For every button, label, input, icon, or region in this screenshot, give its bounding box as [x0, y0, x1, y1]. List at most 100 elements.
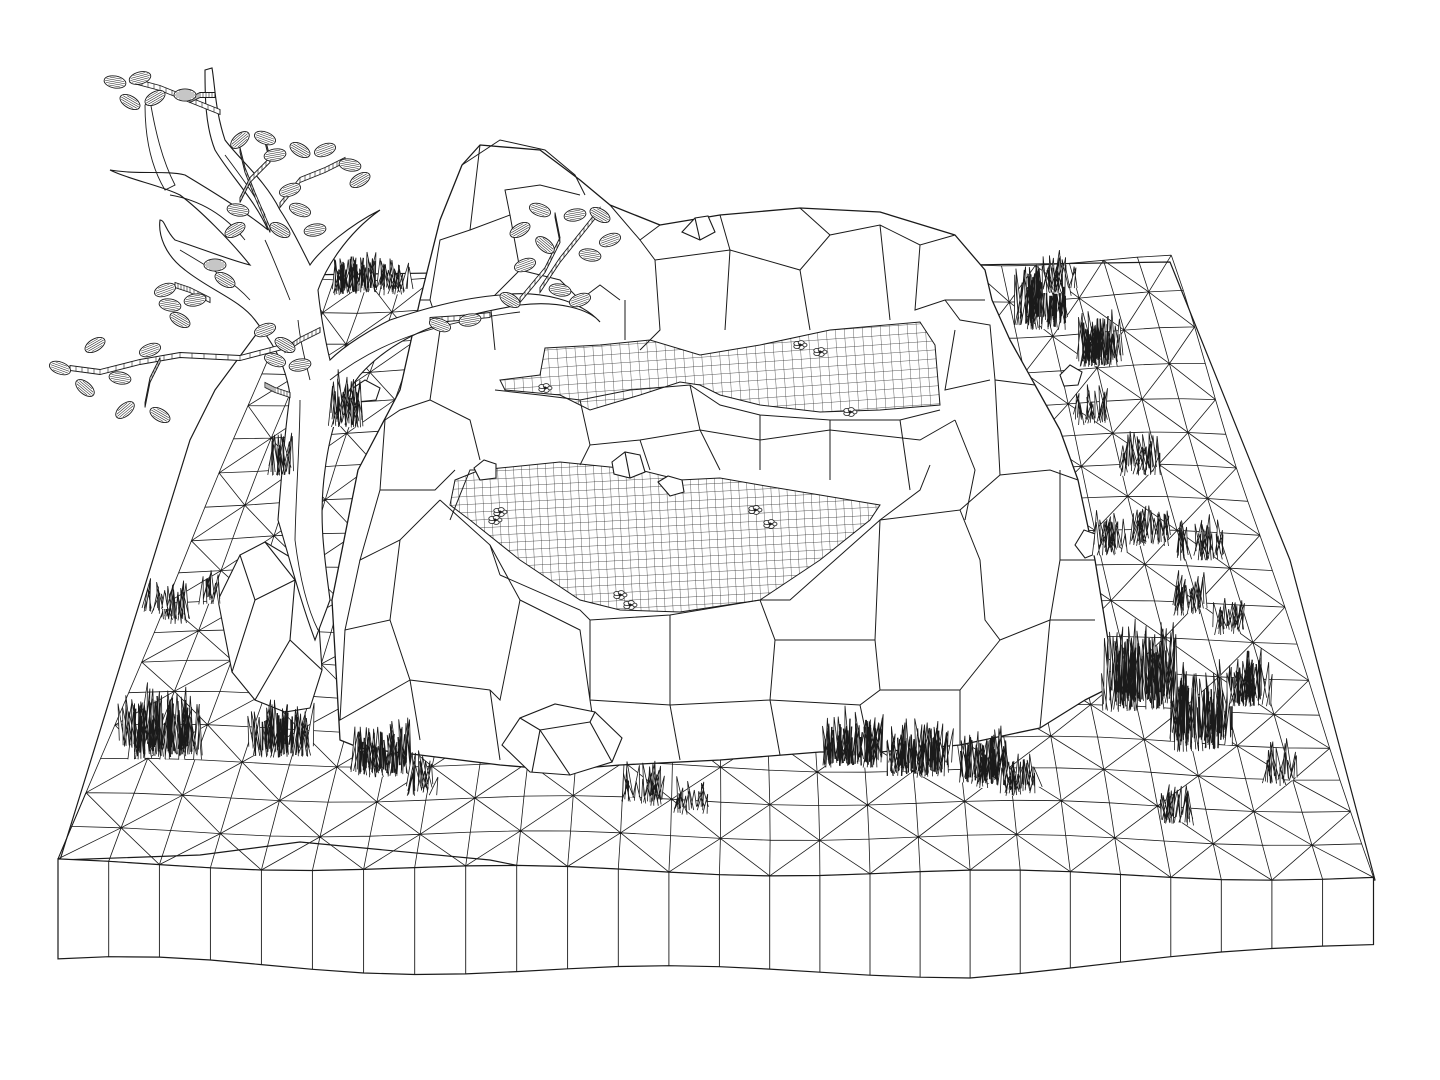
- boulder-pond-1: [611, 451, 646, 479]
- leaf: [589, 206, 611, 224]
- grass-clump: [1262, 738, 1298, 787]
- leaf: [169, 311, 191, 329]
- grass-clump: [673, 776, 709, 815]
- leaf: [279, 182, 301, 198]
- flower: [488, 515, 503, 525]
- leaf: [288, 358, 312, 372]
- flower: [613, 590, 628, 600]
- leaf: [103, 75, 127, 89]
- grass-clump: [332, 251, 377, 296]
- leaf: [563, 208, 587, 222]
- leaf: [338, 158, 362, 172]
- flower: [538, 383, 553, 393]
- grass-clump: [621, 760, 665, 806]
- leaf: [548, 283, 572, 297]
- leaf: [154, 282, 176, 298]
- leaf: [158, 298, 182, 312]
- tree-branch: [239, 147, 271, 233]
- grass-clump: [350, 717, 412, 778]
- ponds: [449, 321, 941, 613]
- grass-clump: [997, 753, 1043, 796]
- grass-clump: [198, 570, 221, 605]
- tree-branch: [264, 381, 291, 399]
- leaf: [569, 292, 591, 308]
- flower: [623, 600, 638, 610]
- leaf: [458, 313, 482, 327]
- terrain-front-edges: [57, 858, 1374, 978]
- grass-clump: [406, 750, 439, 796]
- boulder-pond-2: [657, 475, 685, 497]
- leaf: [499, 291, 521, 309]
- leaf: [263, 148, 287, 162]
- leaf: [529, 202, 551, 218]
- boulder-top: [681, 215, 716, 241]
- grass-clump: [161, 580, 190, 624]
- leaf: [514, 257, 536, 273]
- flower: [763, 519, 778, 529]
- leaf: [84, 336, 106, 354]
- leaf: [173, 88, 197, 102]
- grass-clump: [1014, 255, 1068, 330]
- leaf: [578, 248, 602, 262]
- leaf: [535, 236, 555, 254]
- tree-branch: [144, 357, 161, 408]
- leaf: [230, 131, 250, 149]
- upper-pond: [499, 321, 941, 413]
- grass-clump: [1226, 648, 1273, 707]
- leaf: [108, 371, 132, 385]
- tree-branch: [279, 156, 346, 209]
- grass-clump: [1176, 514, 1224, 561]
- boulder-front: [501, 703, 623, 776]
- leaf: [303, 223, 327, 237]
- leaf: [599, 232, 621, 248]
- leaf: [254, 130, 276, 146]
- leaf: [289, 141, 311, 159]
- grass-clump: [1041, 249, 1078, 296]
- grass-clumps: [117, 249, 1298, 826]
- flower: [748, 505, 763, 515]
- flower: [813, 347, 828, 357]
- leaf: [349, 171, 371, 189]
- leaf: [49, 360, 71, 376]
- tree-leaves: [49, 71, 621, 424]
- grass-clump: [1091, 510, 1128, 556]
- leaf: [226, 203, 250, 217]
- grass-clump: [328, 369, 364, 428]
- grass-clump: [376, 258, 414, 296]
- boulders: [217, 215, 1101, 776]
- grass-clump: [1076, 309, 1124, 367]
- cliff-outline: [331, 144, 1109, 771]
- terrain-left-edge: [57, 792, 87, 860]
- leaf: [509, 221, 531, 239]
- grass-clump: [267, 432, 294, 476]
- leaf: [149, 406, 171, 424]
- leaf: [429, 317, 451, 333]
- grass-clump: [886, 718, 954, 778]
- cliff-plateau: [331, 139, 1109, 771]
- leaf: [289, 202, 311, 218]
- leaf: [128, 71, 152, 85]
- grass-clump: [959, 725, 1009, 789]
- leaf: [314, 142, 336, 158]
- grass-clump: [1073, 384, 1108, 426]
- grass-clump: [1119, 431, 1161, 476]
- leaf: [75, 379, 95, 397]
- grass-clump: [1172, 570, 1208, 616]
- grass-clump: [1169, 659, 1234, 752]
- pond-flowers: [488, 340, 858, 610]
- grass-clump: [1129, 505, 1171, 547]
- flower: [843, 407, 858, 417]
- leaf: [269, 221, 291, 239]
- flower: [493, 507, 508, 517]
- grass-clump: [1212, 598, 1245, 636]
- grass-clump: [1159, 784, 1194, 826]
- leaf: [203, 258, 227, 272]
- flower: [793, 340, 808, 350]
- dead-tree: [49, 67, 621, 642]
- grass-clump: [1101, 618, 1179, 712]
- leaf: [264, 352, 286, 368]
- leaf: [183, 293, 207, 307]
- leaf: [115, 401, 135, 419]
- boulder-large-left: [217, 541, 323, 713]
